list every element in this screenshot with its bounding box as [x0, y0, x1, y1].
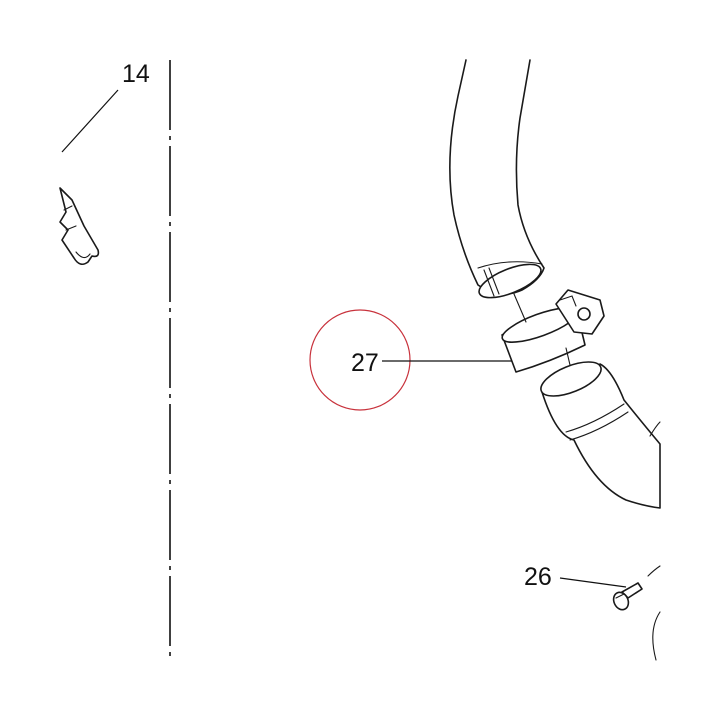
clamp-27: [501, 289, 605, 373]
part-14-fragment: [59, 187, 100, 266]
partial-outline-right: [647, 565, 661, 577]
partial-outline-bottom: [652, 611, 661, 661]
upper-pipe: [449, 59, 545, 299]
lower-pipe: [540, 361, 661, 509]
highlight-circle: [309, 309, 411, 411]
leader-14: [61, 89, 119, 153]
callout-26: 26: [524, 563, 552, 591]
callout-27: 27: [351, 349, 379, 377]
callout-14: 14: [122, 60, 150, 88]
bolt-26: [612, 582, 643, 611]
connection-line-upper: [513, 293, 527, 323]
leader-26: [559, 577, 627, 588]
